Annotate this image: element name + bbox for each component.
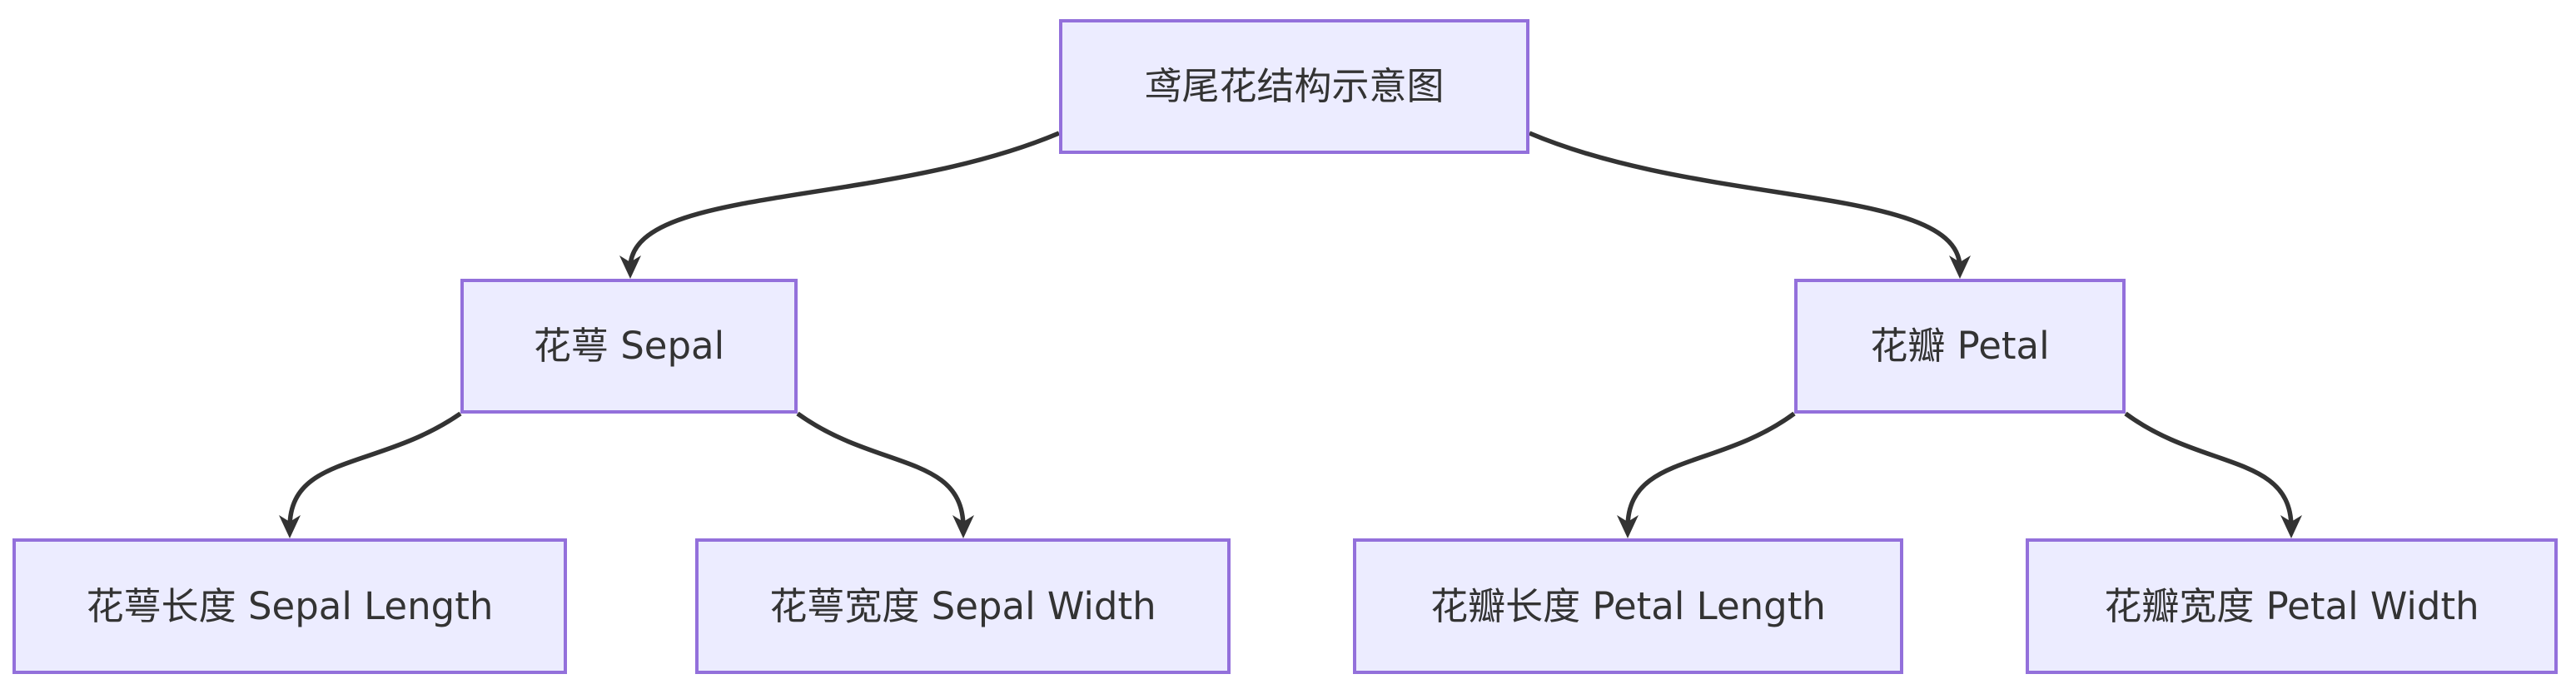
edge-petal-petal-width	[2124, 411, 2302, 538]
node-sepal-length: 花萼长度 Sepal Length	[12, 538, 567, 674]
node-petal-length: 花瓣长度 Petal Length	[1353, 538, 1903, 674]
edge-root-petal	[1528, 131, 1971, 279]
edge-petal-petal-length	[1617, 411, 1796, 538]
edge-sepal-sepal-width	[796, 411, 974, 538]
node-petal-label: 花瓣 Petal	[1870, 324, 2050, 368]
edge-sepal-sepal-length	[279, 411, 462, 538]
arrowhead-sepal	[619, 255, 641, 279]
arrowhead-sepal-width	[952, 515, 974, 538]
node-sepal-width-label: 花萼宽度 Sepal Width	[769, 583, 1156, 628]
node-sepal: 花萼 Sepal	[460, 279, 798, 414]
node-petal: 花瓣 Petal	[1794, 279, 2126, 414]
arrowhead-sepal-length	[279, 515, 301, 538]
node-sepal-length-label: 花萼长度 Sepal Length	[86, 583, 494, 628]
arrowhead-petal-length	[1617, 515, 1639, 538]
arrowhead-petal	[1949, 255, 1971, 279]
node-root-label: 鸢尾花结构示意图	[1144, 64, 1445, 108]
node-sepal-label: 花萼 Sepal	[533, 324, 725, 368]
arrowhead-petal-width	[2280, 515, 2302, 538]
edge-root-sepal	[619, 131, 1061, 279]
node-petal-length-label: 花瓣长度 Petal Length	[1430, 583, 1826, 628]
node-sepal-width: 花萼宽度 Sepal Width	[695, 538, 1231, 674]
node-root: 鸢尾花结构示意图	[1059, 19, 1529, 154]
node-petal-width: 花瓣宽度 Petal Width	[2026, 538, 2558, 674]
node-petal-width-label: 花瓣宽度 Petal Width	[2104, 583, 2479, 628]
